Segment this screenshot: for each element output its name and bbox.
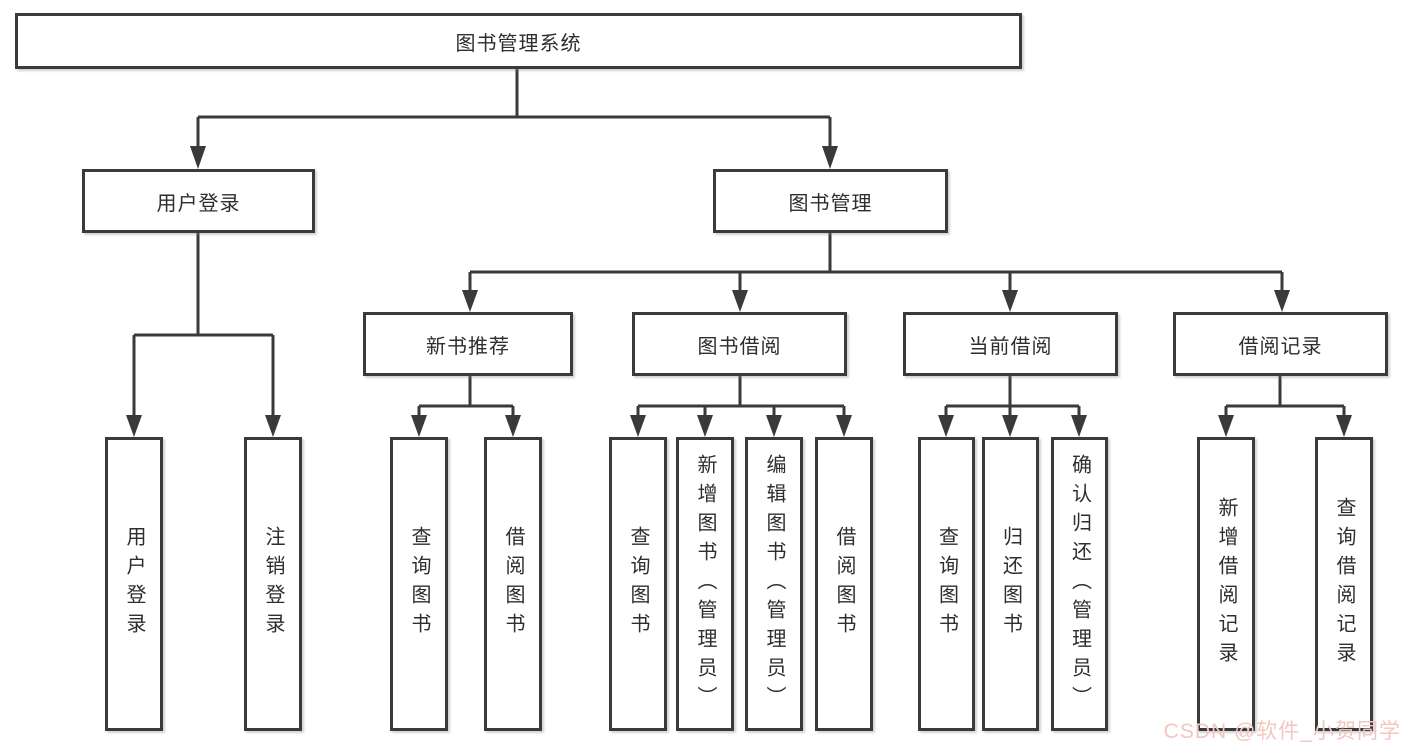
leaf-confirm-return-admin: 确认归还（管理员） (1051, 437, 1108, 731)
arrowheads (126, 146, 1352, 437)
node-library-management-system: 图书管理系统 (15, 13, 1022, 69)
leaf-user-login: 用户登录 (105, 437, 163, 731)
connector-user-login (132, 233, 275, 416)
leaf-query-borrow-record-label: 查询借阅记录 (1333, 497, 1355, 671)
connector-borrow-records (1224, 376, 1346, 416)
leaf-return-books-label: 归还图书 (999, 526, 1022, 642)
connector-current-borrow (944, 376, 1081, 416)
leaf-logout-label: 注销登录 (262, 526, 284, 642)
node-book-borrow: 图书借阅 (632, 312, 847, 376)
node-current-borrow: 当前借阅 (903, 312, 1118, 376)
connector-new-book-recommend (417, 376, 515, 416)
leaf-user-login-label: 用户登录 (123, 526, 145, 642)
leaf-query-books-borrow-label: 查询图书 (627, 526, 649, 642)
leaf-confirm-return-admin-label: 确认归还（管理员） (1068, 453, 1091, 715)
connector-book-borrow (636, 376, 846, 416)
connector-book-management (468, 233, 1284, 292)
leaf-borrow-books-label: 借阅图书 (833, 526, 855, 642)
leaf-edit-books-admin: 编辑图书（管理员） (745, 437, 803, 731)
leaf-add-borrow-record: 新增借阅记录 (1197, 437, 1255, 731)
leaf-query-books-recommend-label: 查询图书 (408, 526, 430, 642)
node-borrow-records: 借阅记录 (1173, 312, 1388, 376)
leaf-query-books-recommend: 查询图书 (390, 437, 448, 731)
leaf-query-books-current: 查询图书 (918, 437, 975, 731)
leaf-add-books-admin: 新增图书（管理员） (676, 437, 734, 731)
connector-root (196, 69, 832, 148)
node-user-login: 用户登录 (82, 169, 315, 233)
leaf-logout: 注销登录 (244, 437, 302, 731)
leaf-query-books-borrow: 查询图书 (609, 437, 667, 731)
node-new-book-recommend: 新书推荐 (363, 312, 573, 376)
leaf-edit-books-admin-label: 编辑图书（管理员） (763, 453, 785, 715)
leaf-borrow-books: 借阅图书 (815, 437, 873, 731)
watermark: CSDN @软件_小贺同学 (1163, 720, 1401, 743)
leaf-query-borrow-record: 查询借阅记录 (1315, 437, 1373, 731)
leaf-return-books: 归还图书 (982, 437, 1039, 731)
leaf-add-borrow-record-label: 新增借阅记录 (1215, 497, 1237, 671)
leaf-query-books-current-label: 查询图书 (935, 526, 958, 642)
leaf-borrow-books-recommend-label: 借阅图书 (502, 526, 524, 642)
leaf-add-books-admin-label: 新增图书（管理员） (694, 453, 716, 715)
node-book-management: 图书管理 (713, 169, 948, 233)
leaf-borrow-books-recommend: 借阅图书 (484, 437, 542, 731)
